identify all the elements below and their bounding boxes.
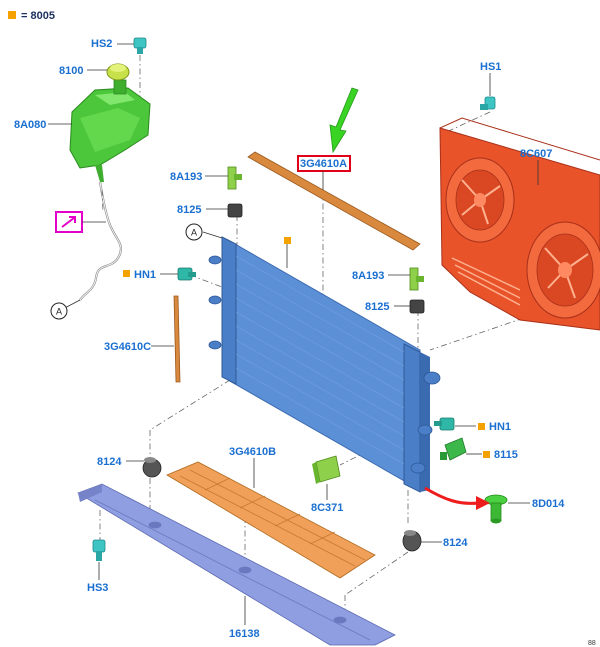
label-3g4610a: 3G4610A <box>300 158 347 170</box>
label-hn1-right: HN1 <box>489 421 511 433</box>
mount-8124-right <box>402 530 422 552</box>
drain-plug-8d014 <box>484 494 508 524</box>
reservoir-hose <box>79 181 123 301</box>
marker-8005-hn1-right <box>478 423 485 430</box>
legend-text: = 8005 <box>21 10 55 22</box>
mount-8125-left <box>227 203 243 218</box>
hn1-right-part <box>434 417 455 431</box>
label-8125-left: 8125 <box>177 204 201 216</box>
marker-8005-top <box>284 237 291 244</box>
circle-a-left <box>50 302 68 320</box>
circle-a-top-text: A <box>191 228 197 238</box>
label-8c607: 8C607 <box>520 148 552 160</box>
marker-8005-hn1-left <box>123 270 130 277</box>
label-8d014: 8D014 <box>532 498 565 510</box>
radiator <box>208 236 441 493</box>
reservoir-hose-highlight <box>79 181 122 301</box>
label-3g4610c: 3G4610C <box>104 341 151 353</box>
side-air-seal <box>173 295 181 383</box>
label-8115: 8115 <box>494 449 518 461</box>
coolant-reservoir <box>69 79 151 182</box>
reservoir-cap-top <box>110 64 126 72</box>
label-8c371: 8C371 <box>311 502 343 514</box>
circle-a-left-text: A <box>56 307 62 317</box>
label-8a193-left: 8A193 <box>170 171 202 183</box>
bracket-8a193-right <box>409 267 424 291</box>
sensor-8115 <box>440 437 467 461</box>
hs3-connector <box>92 539 106 561</box>
hs2-connector <box>133 37 147 54</box>
label-hn1-left: HN1 <box>134 269 156 281</box>
lower-air-deflector <box>166 461 376 579</box>
label-16138: 16138 <box>229 628 260 640</box>
label-8a080: 8A080 <box>14 119 46 131</box>
label-8125-right: 8125 <box>365 301 389 313</box>
highlight-box <box>297 155 351 172</box>
label-3g4610b: 3G4610B <box>229 446 276 458</box>
callout-arrow-icon <box>61 216 76 228</box>
mount-8125-right <box>409 299 425 314</box>
leader-lines <box>48 43 539 625</box>
hn1-left-part <box>177 267 196 281</box>
label-8124-left: 8124 <box>97 456 122 468</box>
mount-8124-left <box>142 457 162 478</box>
label-8124-right: 8124 <box>443 537 468 549</box>
cooling-fan-assembly <box>439 117 600 331</box>
green-arrow-icon <box>329 87 359 154</box>
red-arrow-icon <box>424 486 479 505</box>
label-8100: 8100 <box>59 65 83 77</box>
label-hs3: HS3 <box>87 582 108 594</box>
top-air-seal <box>247 151 421 251</box>
marker-8005-8115 <box>483 451 490 458</box>
bracket-8c371 <box>312 455 341 484</box>
lower-crossmember <box>77 483 396 646</box>
legend-swatch <box>8 11 16 19</box>
bracket-8a193-left <box>227 166 242 190</box>
label-8a193-right: 8A193 <box>352 270 384 282</box>
hs1-connector <box>480 96 496 110</box>
corner-code: 88 <box>588 640 596 647</box>
red-arrow-head-icon <box>476 496 490 510</box>
label-hs2: HS2 <box>91 38 112 50</box>
circle-a-top <box>185 223 203 241</box>
label-hs1: HS1 <box>480 61 501 73</box>
